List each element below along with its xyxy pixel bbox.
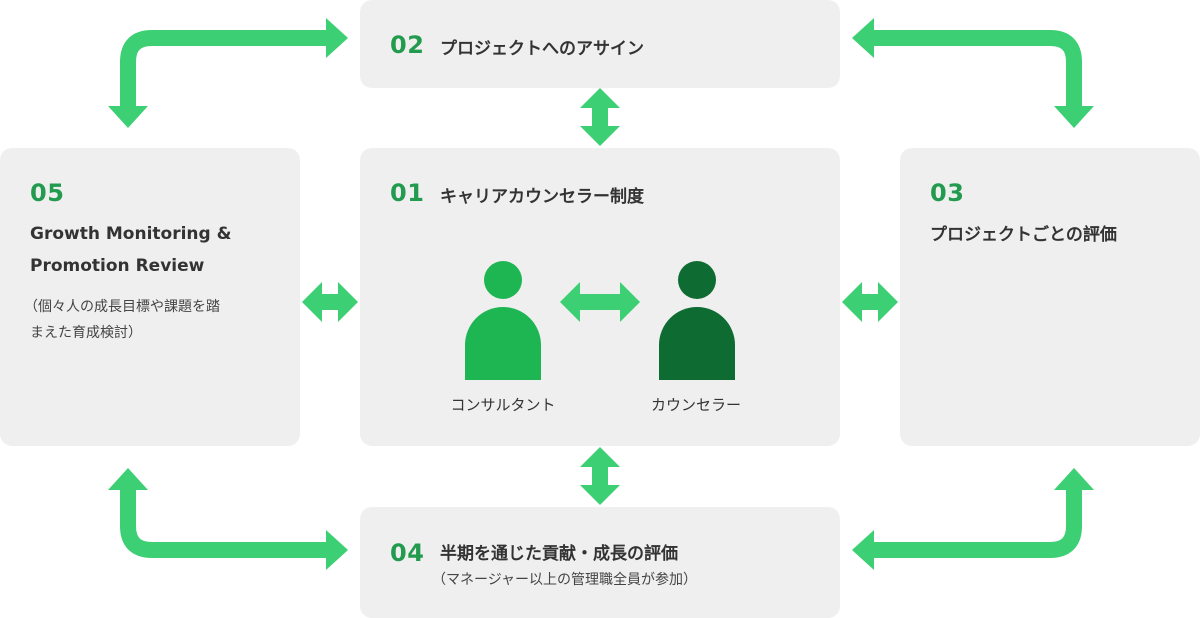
arrowhead-to-02-right [852,18,874,58]
double-arrow-consultant-counselor [560,282,640,322]
box-03-project-evaluation: 03 プロジェクトごとの評価 [900,148,1200,446]
arrow-04-03-path [872,486,1082,558]
double-arrow-02-01 [580,88,620,146]
arrowhead-to-03-bottom [1054,468,1094,490]
box-02-number: 02 [390,31,425,59]
box-04-title: 半期を通じた貢献・成長の評価 [440,544,678,564]
arrow-05-04-path [120,486,328,558]
box-05-title-line2: Promotion Review [30,256,205,276]
counselor-label: カウンセラー [650,396,742,414]
consultant-label: コンサルタント [450,396,556,414]
counselor-person-icon [659,261,735,380]
arrowhead-to-04-right [852,530,874,570]
double-arrow-01-03 [842,282,898,322]
arrowhead-to-05-top [108,106,148,128]
arrowhead-to-04-left [326,530,348,570]
box-04-number: 04 [390,539,425,567]
arrowhead-to-05-bottom [108,468,148,490]
box-03-title: プロジェクトごとの評価 [930,225,1117,245]
box-02-project-assignment: 02 プロジェクトへのアサイン [360,0,840,88]
box-05-subtitle-line2: まえた育成検討） [30,325,142,341]
box-01-number: 01 [390,179,425,207]
arrow-02-03-path [872,30,1082,110]
arrow-05-02-path [120,30,328,110]
box-05-number: 05 [30,179,65,207]
box-01-title: キャリアカウンセラー制度 [440,187,644,207]
box-05-subtitle-line1: （個々人の成長目標や課題を踏 [24,299,220,315]
box-02-title: プロジェクトへのアサイン [440,39,644,59]
box-04-halfyear-evaluation: 04 半期を通じた貢献・成長の評価 （マネージャー以上の管理職全員が参加） [360,507,840,618]
box-05-growth-monitoring: 05 Growth Monitoring & Promotion Review … [0,148,300,446]
box-03-number: 03 [930,179,965,207]
double-arrow-05-01 [302,282,358,322]
arrowhead-to-02-left [326,18,348,58]
box-05-title-line1: Growth Monitoring & [30,224,232,244]
box-04-subtitle: （マネージャー以上の管理職全員が参加） [432,572,698,588]
arrowhead-to-03-top [1054,106,1094,128]
double-arrow-01-04 [580,447,620,505]
consultant-person-icon [465,261,541,380]
